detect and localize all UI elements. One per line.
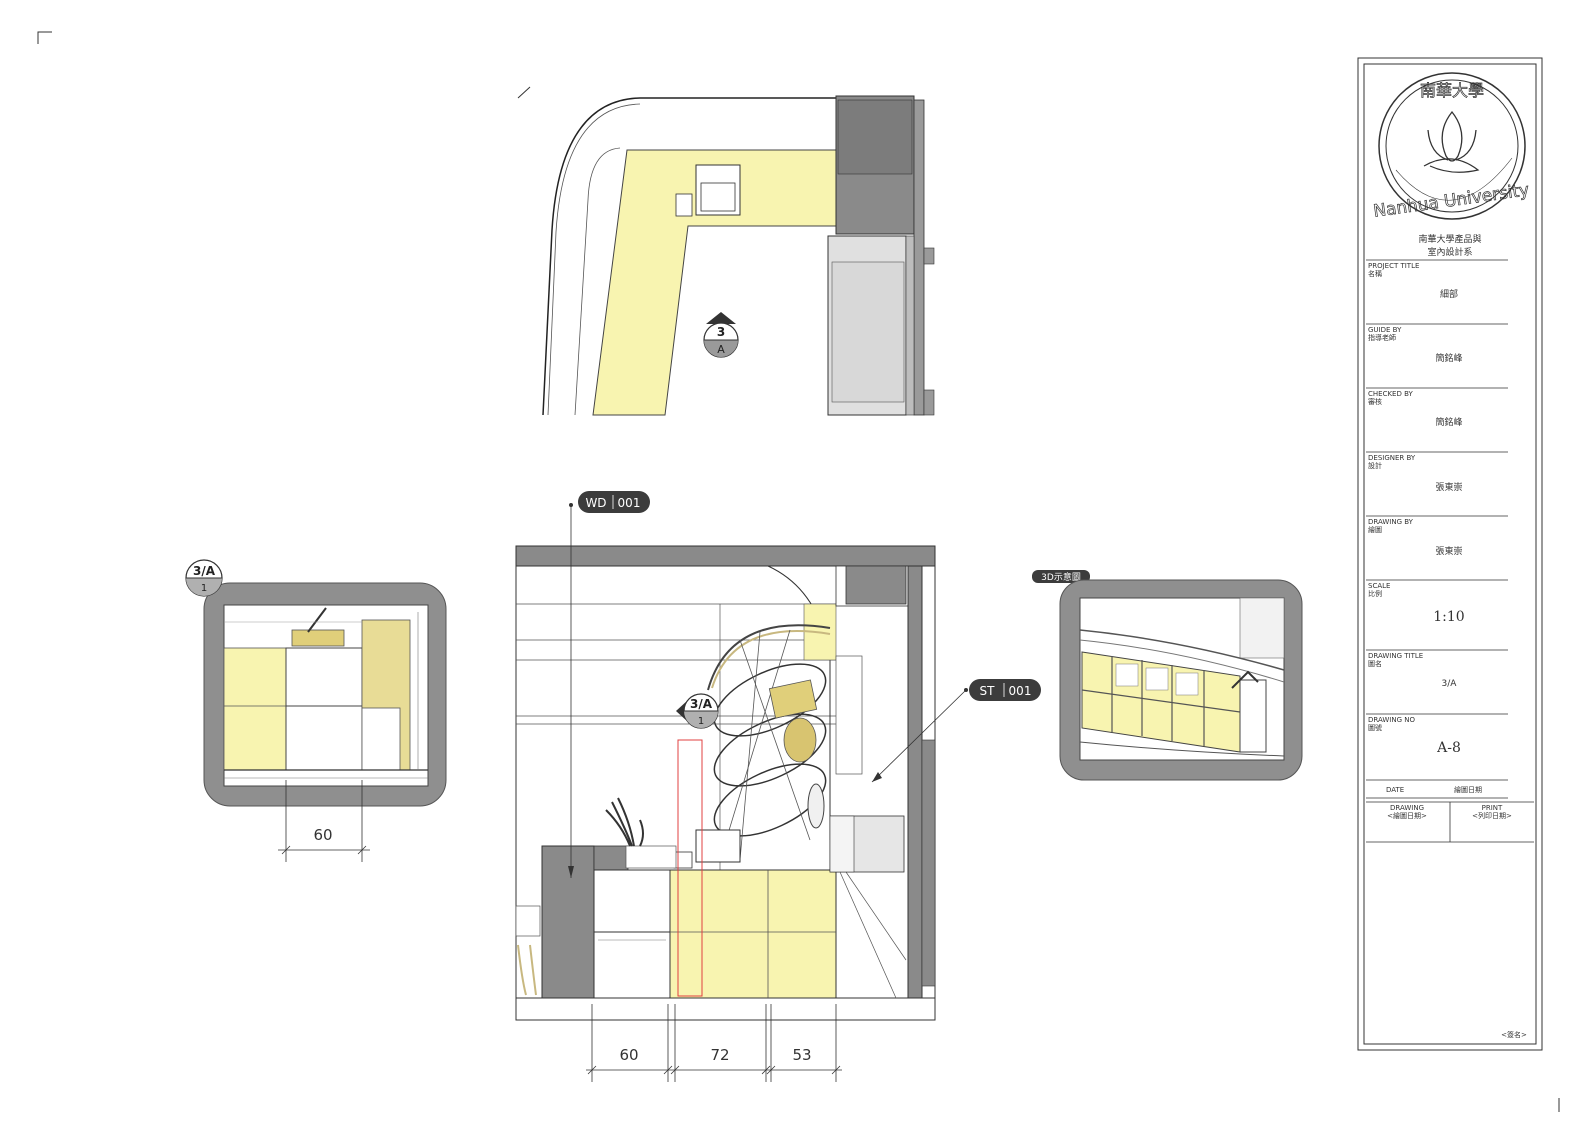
scale-value: 1:10	[1433, 609, 1464, 625]
project-title-label: PROJECT TITLE	[1368, 262, 1419, 270]
detail-marker-bottom: 1	[201, 583, 207, 594]
wd-tag-code: WD	[585, 496, 606, 510]
drawing-title-value: 3/A	[1442, 679, 1458, 689]
designer-value: 張東崇	[1435, 481, 1462, 493]
designer-label: DESIGNER BY	[1368, 454, 1416, 462]
st-tag: ST 001	[969, 679, 1041, 701]
detail-section-marker: 3/A 1	[185, 559, 223, 597]
drawing-title-label-zh: 圖名	[1368, 659, 1382, 668]
guide-label: GUIDE BY	[1368, 326, 1402, 334]
wd-tag: WD 001	[578, 491, 650, 513]
crop-mark	[37, 31, 52, 44]
st-tag-code: ST	[980, 684, 996, 698]
checked-value: 簡銘峰	[1435, 416, 1462, 428]
drawing-title-label: DRAWING TITLE	[1368, 652, 1423, 660]
elevation-dimension-3: 53	[792, 1046, 811, 1064]
elevation-view	[515, 503, 968, 1082]
perspective-view: 3D示意圖	[1032, 570, 1303, 781]
plan-section-marker: 3 A	[703, 312, 739, 358]
guide-value: 簡銘峰	[1435, 352, 1462, 364]
drawing-no-label: DRAWING NO	[1368, 716, 1415, 724]
university-seal: Nanhua University 南華大學	[1372, 72, 1531, 222]
detail-dimension: 60	[313, 826, 332, 844]
elevation-dimension-2: 72	[710, 1046, 729, 1064]
date-value: 繪圖日期	[1454, 785, 1482, 794]
elevation-dimension-1: 60	[619, 1046, 638, 1064]
checked-label-zh: 審核	[1368, 397, 1382, 406]
drawing-by-label: DRAWING BY	[1368, 518, 1414, 526]
drawing-date-label: DRAWING	[1390, 804, 1424, 812]
elevation-section-marker: 3/A 1	[676, 693, 719, 729]
perspective-tag: 3D示意圖	[1041, 571, 1081, 583]
drawing-by-value: 張東崇	[1435, 545, 1462, 557]
checked-label: CHECKED BY	[1368, 390, 1414, 398]
department-line-2: 室內設計系	[1427, 246, 1472, 258]
scale-label-zh: 比例	[1368, 589, 1382, 598]
elevation-marker-bottom: 1	[698, 716, 704, 727]
print-date-label: PRINT	[1482, 804, 1503, 812]
st-tag-number: 001	[1009, 684, 1032, 698]
project-title-value: 細部	[1440, 288, 1458, 300]
scale-label: SCALE	[1368, 582, 1390, 590]
detail-view	[203, 582, 447, 862]
plan-view	[517, 86, 935, 416]
title-block: Nanhua University 南華大學 南華大學產品與 室內設計系 PRO…	[1357, 57, 1543, 1051]
wd-tag-number: 001	[618, 496, 641, 510]
signature-footer: <簽名>	[1501, 1030, 1527, 1039]
print-date-value: <列印日期>	[1472, 811, 1512, 820]
plan-marker-bottom: A	[717, 343, 725, 356]
drawing-no-label-zh: 圖號	[1368, 723, 1382, 732]
guide-label-zh: 指導老師	[1368, 333, 1396, 342]
elevation-marker-top: 3/A	[690, 697, 713, 711]
detail-marker-top: 3/A	[193, 564, 216, 578]
drawing-no-value: A-8	[1436, 740, 1461, 756]
designer-label-zh: 設計	[1368, 461, 1382, 470]
drawing-date-value: <繪圖日期>	[1387, 811, 1427, 820]
plan-marker-top: 3	[717, 325, 725, 339]
svg-text:南華大學: 南華大學	[1420, 81, 1484, 100]
department-line-1: 南華大學產品與	[1418, 233, 1481, 245]
date-label: DATE	[1386, 786, 1404, 794]
drawing-by-label-zh: 繪圖	[1368, 525, 1382, 534]
project-title-label-zh: 名稱	[1368, 269, 1382, 278]
